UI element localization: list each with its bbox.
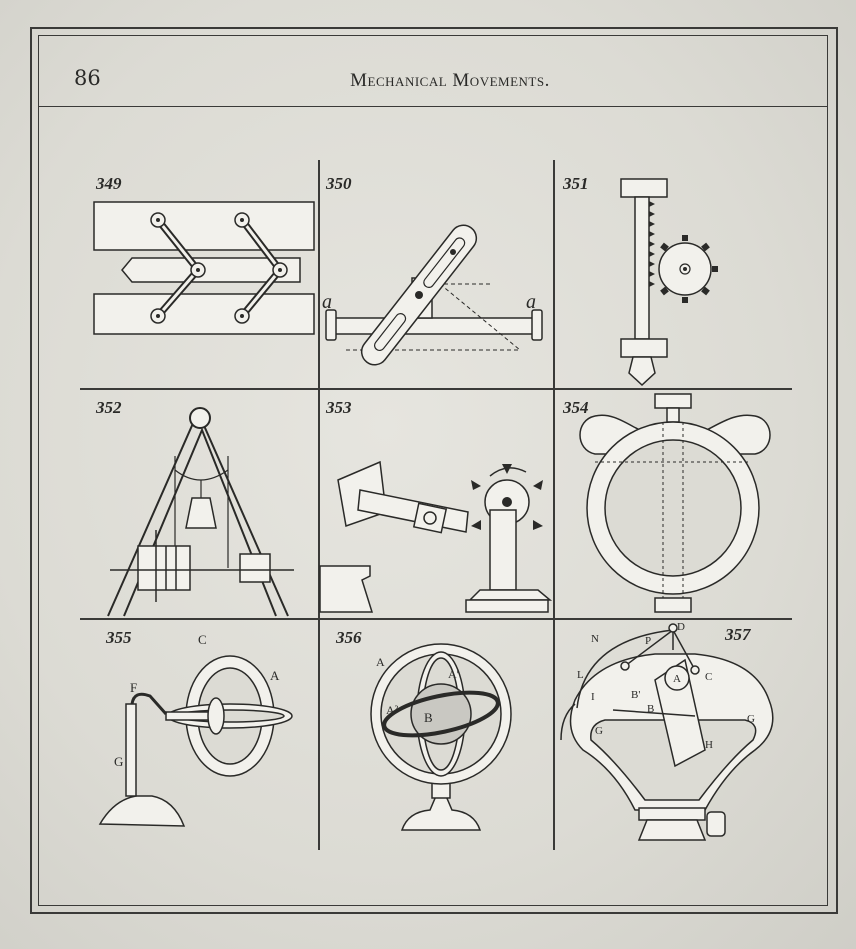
figure-357-label-g-left: G — [595, 725, 603, 737]
figure-number-357: 357 — [725, 625, 751, 644]
figure-number-350: 350 — [326, 174, 352, 193]
figure-351-rack-pinion — [620, 178, 718, 387]
figure-number-351: 351 — [563, 174, 589, 193]
figure-357-label-d: D — [677, 621, 685, 633]
figure-357-label-c: C — [705, 671, 712, 683]
figure-355-label-c: C — [198, 632, 207, 647]
figure-357-label-n: N — [591, 633, 599, 645]
figure-355-label-a: A — [270, 668, 280, 683]
figure-357-label-a: A — [673, 673, 681, 685]
running-title: Mechanical Movements. — [350, 70, 550, 91]
figure-356-label-a: A — [376, 655, 385, 669]
header-rule — [38, 106, 828, 107]
figure-number-352: 352 — [96, 398, 122, 417]
grid-divider-v2 — [553, 160, 555, 850]
grid-divider-h2 — [80, 618, 792, 620]
figure-number-355: 355 — [106, 628, 132, 647]
figure-356-label-b: B — [424, 710, 433, 725]
figure-357-label-b: B — [647, 703, 654, 715]
figure-356-label-a-squared: A² — [386, 703, 399, 717]
figure-number-356: 356 — [336, 628, 362, 647]
figure-357-label-b-prime: B' — [631, 689, 640, 701]
figure-355-label-f: F — [130, 680, 137, 695]
figure-350-label-a-right: a — [526, 291, 536, 313]
figure-357-label-g-right: G — [747, 713, 755, 725]
figure-357-label-h: H — [705, 739, 713, 751]
figure-353-tilt-hammer — [319, 460, 553, 613]
figure-number-354: 354 — [563, 398, 589, 417]
figure-354-ring-movement — [579, 393, 771, 613]
figure-356-armillary: A A' A² B — [370, 643, 512, 831]
figure-355-label-g: G — [114, 754, 123, 769]
figure-357-label-i: I — [591, 691, 595, 703]
figure-357-governor: N P D L B' A C I B G G H — [560, 621, 774, 841]
figure-357-label-l: L — [577, 669, 584, 681]
grid-divider-h1 — [80, 388, 792, 390]
grid-divider-v1 — [318, 160, 320, 850]
figure-350-slotted-lever: a a — [322, 224, 543, 366]
figure-357-label-p: P — [645, 635, 651, 647]
figure-349-toggle-joint — [93, 201, 315, 335]
figure-356-label-a-prime: A' — [448, 667, 459, 681]
figure-355-gyroscope: C A F G — [98, 632, 293, 827]
page-number: 86 — [74, 66, 101, 90]
figure-350-label-a-left: a — [322, 291, 332, 313]
inner-border — [38, 35, 828, 906]
outer-border — [30, 27, 838, 914]
figure-number-349: 349 — [96, 174, 122, 193]
figure-352-windlass — [107, 407, 294, 617]
figure-number-353: 353 — [326, 398, 352, 417]
